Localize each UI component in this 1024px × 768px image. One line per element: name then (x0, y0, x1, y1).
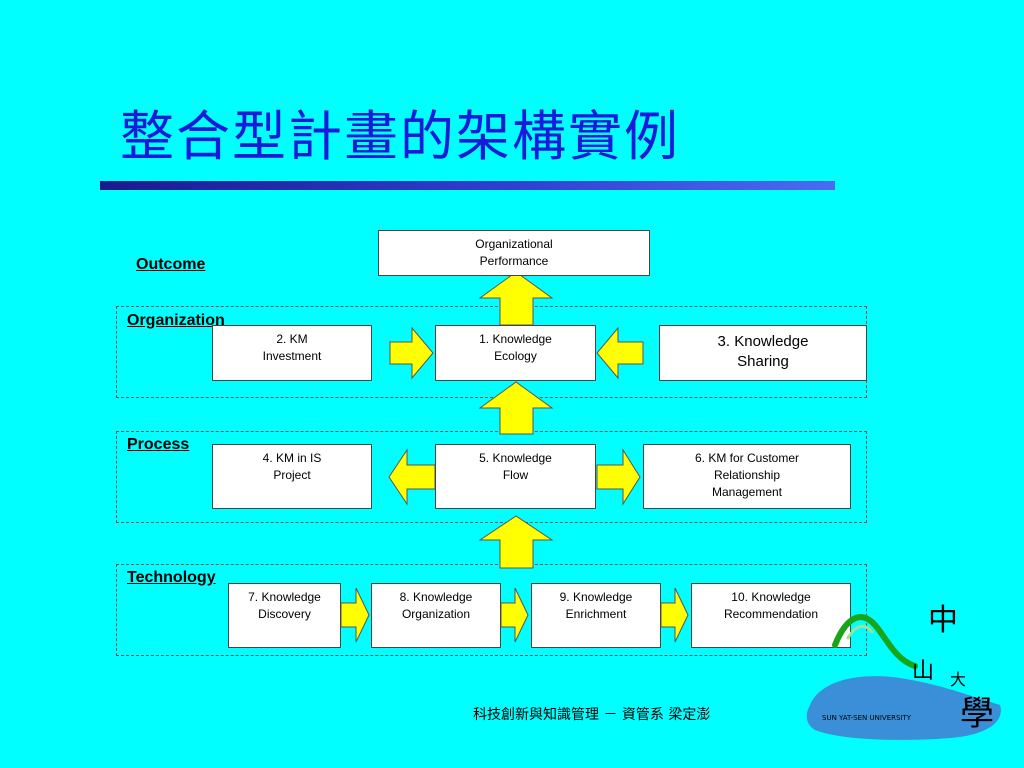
knowledge-enrichment-box: 9. Knowledge Enrichment (531, 583, 661, 648)
logo-hill-stroke-inner (846, 624, 874, 640)
logo-caption: SUN YAT-SEN UNIVERSITY (822, 714, 912, 722)
knowledge-sharing-box: 3. Knowledge Sharing (659, 325, 867, 381)
process-band (116, 431, 867, 523)
footer-text: 科技創新與知識管理 － 資管系 梁定澎 (473, 707, 711, 723)
university-logo: 中 山 大 學 SUN YAT-SEN UNIVERSITY (806, 603, 1001, 740)
title-underline-bar (100, 181, 835, 190)
knowledge-ecology-box: 1. Knowledge Ecology (435, 325, 596, 381)
arrow-tech-to-flow (478, 515, 554, 569)
technology-band (116, 564, 867, 656)
arrow-flow-to-is-project (388, 448, 436, 506)
knowledge-organization-box: 8. Knowledge Organization (371, 583, 501, 648)
knowledge-discovery-box: 7. Knowledge Discovery (228, 583, 341, 648)
km-in-is-project-box: 4. KM in IS Project (212, 444, 372, 509)
logo-hill-stroke (832, 614, 918, 669)
logo-char-zhong: 中 (928, 603, 958, 638)
knowledge-flow-box: 5. Knowledge Flow (435, 444, 596, 509)
arrow-flow-to-crm (596, 448, 641, 506)
logo-char-da: 大 (950, 670, 966, 689)
process-label: Process (127, 436, 190, 453)
arrow-discovery-to-organization (340, 587, 370, 643)
arrow-enrichment-to-recommendation (660, 587, 689, 643)
organizational-performance-box: Organizational Performance (378, 230, 650, 276)
arrow-organization-to-enrichment (500, 587, 529, 643)
km-investment-box: 2. KM Investment (212, 325, 372, 381)
arrow-flow-to-ecology (478, 381, 554, 435)
arrow-ecology-to-performance (478, 271, 554, 326)
arrow-investment-to-ecology (389, 326, 434, 380)
slide-title: 整合型計畫的架構實例 (120, 105, 680, 168)
technology-label: Technology (127, 569, 216, 586)
km-customer-relationship-box: 6. KM for Customer Relationship Manageme… (643, 444, 851, 509)
logo-water-shape (806, 676, 1001, 740)
arrow-sharing-to-ecology (596, 326, 644, 380)
knowledge-recommendation-box: 10. Knowledge Recommendation (691, 583, 851, 648)
logo-char-xue: 學 (960, 694, 994, 734)
logo-char-shan: 山 (912, 659, 934, 684)
outcome-label: Outcome (136, 256, 206, 273)
organization-label: Organization (127, 312, 225, 329)
